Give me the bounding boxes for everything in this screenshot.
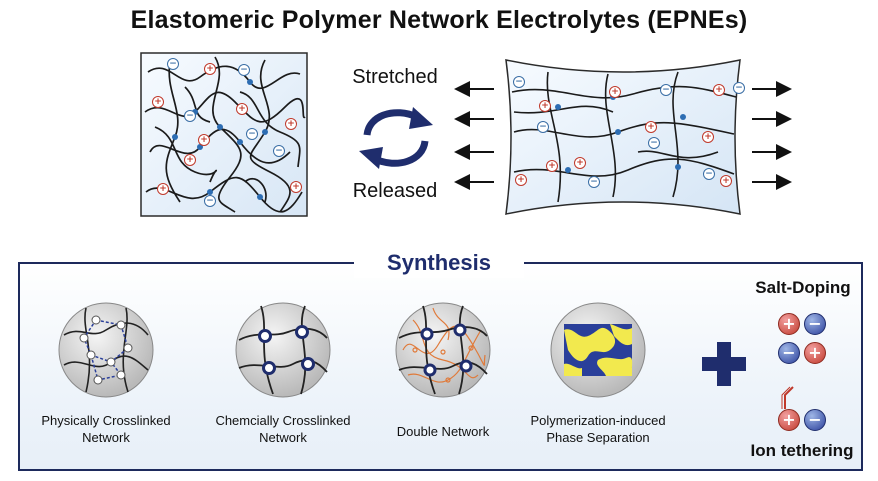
anion-icon: −	[588, 176, 600, 188]
anion-icon: −	[167, 58, 179, 70]
stretched-label: Stretched	[352, 66, 438, 88]
anion-icon: −	[273, 145, 285, 157]
cation-icon: +	[157, 183, 169, 195]
anion-icon: −	[246, 128, 258, 140]
cation-icon: +	[204, 63, 216, 75]
method-label-line: Chemcially Crosslinked	[215, 413, 351, 428]
cation-icon: +	[574, 157, 586, 169]
method-label-line: Double Network	[396, 424, 490, 439]
anion-icon: −	[513, 76, 525, 88]
method-label-pips: Polymerization-induced Phase Separation	[505, 412, 691, 446]
cation-icon: +	[778, 409, 800, 431]
cation-icon: +	[609, 86, 621, 98]
method-label-line: Phase Separation	[546, 430, 650, 445]
anion-icon: −	[703, 168, 715, 180]
anion-icon: −	[648, 137, 660, 149]
cation-icon: +	[645, 121, 657, 133]
cation-icon: +	[804, 342, 826, 364]
cation-icon: +	[702, 131, 714, 143]
synthesis-title: Synthesis	[354, 248, 524, 278]
cation-icon: +	[713, 84, 725, 96]
method-label-line: Network	[259, 430, 307, 445]
page-title: Elastomeric Polymer Network Electrolytes…	[130, 6, 748, 34]
chemically-crosslinked-icon	[235, 302, 331, 398]
method-label-chemical: Chemcially Crosslinked Network	[197, 412, 369, 446]
physically-crosslinked-icon	[58, 302, 154, 398]
method-label-line: Physically Crosslinked	[41, 413, 171, 428]
stretched-network	[454, 59, 792, 215]
anion-icon: −	[204, 195, 216, 207]
cation-icon: +	[778, 313, 800, 335]
pips-icon	[550, 302, 646, 398]
anion-icon: −	[238, 64, 250, 76]
cation-icon: +	[198, 134, 210, 146]
method-label-physical: Physically Crosslinked Network	[20, 412, 192, 446]
method-label-double: Double Network	[360, 423, 526, 440]
cycle-arrows-icon	[359, 107, 433, 169]
cation-icon: +	[290, 181, 302, 193]
cation-icon: +	[539, 100, 551, 112]
salt-doping-label: Salt-Doping	[755, 278, 851, 297]
cation-icon: +	[720, 175, 732, 187]
anion-icon: −	[804, 313, 826, 335]
double-network-icon	[395, 302, 491, 398]
anion-icon: −	[537, 121, 549, 133]
anion-icon: −	[660, 84, 672, 96]
cation-icon: +	[546, 160, 558, 172]
ion-tethering-label: Ion tethering	[750, 441, 854, 460]
method-label-line: Polymerization-induced	[530, 413, 666, 428]
anion-icon: −	[184, 110, 196, 122]
method-label-line: Network	[82, 430, 130, 445]
cation-icon: +	[236, 103, 248, 115]
cation-icon: +	[285, 118, 297, 130]
plus-icon	[702, 342, 746, 386]
tether-chain-icon	[781, 386, 794, 409]
anion-icon: −	[804, 409, 826, 431]
anion-icon: −	[778, 342, 800, 364]
cation-icon: +	[152, 96, 164, 108]
cation-icon: +	[515, 174, 527, 186]
anion-icon: −	[733, 82, 745, 94]
cation-icon: +	[184, 154, 196, 166]
released-label: Released	[352, 180, 438, 202]
